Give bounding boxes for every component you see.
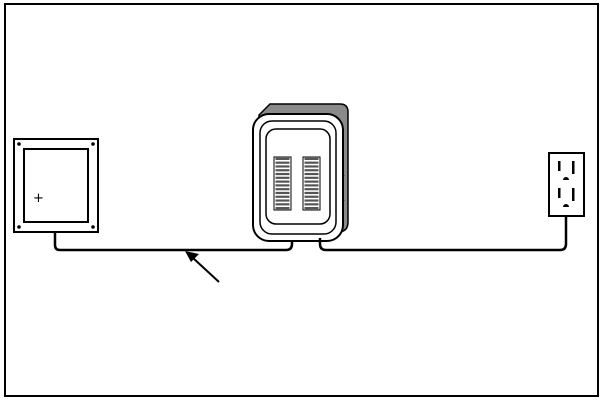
breaker-switch-icon [304, 169, 319, 172]
breaker-switch-icon [275, 207, 290, 210]
breaker-strip-frame [273, 156, 292, 211]
cable-panel-to-breaker [53, 232, 294, 252]
breaker-switch-icon [304, 161, 319, 164]
panel-plus-label: + [33, 191, 44, 206]
breaker-panel [252, 103, 349, 242]
breaker-switch-icon [275, 165, 290, 168]
breaker-strip-frame [302, 156, 321, 211]
breaker-switch-icon [275, 188, 290, 191]
breaker-switch-icon [304, 172, 319, 176]
breaker-switch-icon [304, 191, 319, 195]
solar-panel-face [23, 148, 89, 223]
breaker-switch-icon [275, 172, 290, 176]
breaker-switch-icon [304, 199, 319, 202]
mounting-screw-icon [17, 225, 21, 229]
breaker-switch-icon [275, 199, 290, 202]
breaker-switch-icon [304, 188, 319, 191]
electrical-outlet [548, 152, 585, 217]
mounting-screw-icon [91, 225, 95, 229]
mounting-screw-icon [91, 142, 95, 146]
breaker-switch-icon [275, 184, 290, 187]
breaker-switch-icon [304, 165, 319, 168]
breaker-switch-icon [304, 203, 319, 206]
breaker-row-left [273, 156, 292, 211]
breaker-switch-icon [304, 195, 319, 198]
cable-breaker-to-outlet [318, 216, 568, 252]
breaker-switch-icon [304, 184, 319, 187]
breaker-switch-icon [275, 191, 290, 195]
solar-panel: + [13, 138, 99, 233]
breaker-switch-icon [275, 176, 290, 179]
breaker-switch-icon [304, 207, 319, 210]
mounting-screw-icon [17, 142, 21, 146]
breaker-row-right [302, 156, 321, 211]
breaker-switch-icon [304, 176, 319, 179]
outlet-receptacle-bottom-icon [558, 188, 575, 207]
breaker-switch-icon [304, 180, 319, 183]
breaker-switch-icon [275, 161, 290, 164]
breaker-switch-icon [275, 195, 290, 198]
pointer-arrow-icon [185, 251, 220, 283]
breaker-switch-icon [275, 169, 290, 172]
outlet-receptacle-top-icon [558, 161, 575, 180]
breaker-switch-icon [275, 203, 290, 206]
breaker-switch-icon [304, 157, 319, 160]
breaker-switch-icon [275, 180, 290, 183]
breaker-switch-icon [275, 157, 290, 160]
